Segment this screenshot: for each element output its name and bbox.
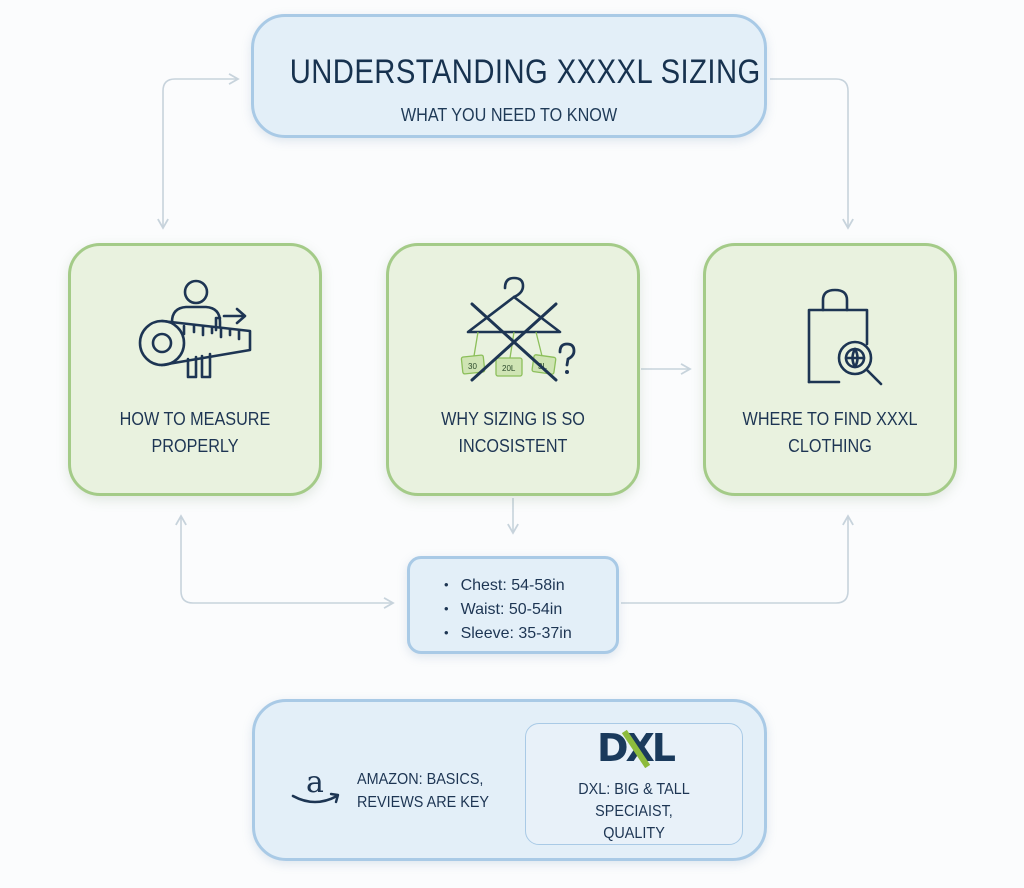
svg-text:20L: 20L xyxy=(502,364,516,373)
amazon-description: AMAZON: BASICS, REVIEWS ARE KEY xyxy=(357,771,490,811)
page-title: UNDERSTANDING XXXXL SIZING xyxy=(289,53,761,91)
retailers-box: a AMAZON: BASICS, REVIEWS ARE KEY DXL DX… xyxy=(252,699,767,861)
measurement-waist: Waist: 50-54in xyxy=(444,598,572,622)
find-clothing-box: WHERE TO FIND XXXL CLOTHING xyxy=(703,243,957,496)
measure-label: HOW TO MEASURE PROPERLY xyxy=(119,409,271,456)
dxl-description: DXL: BIG & TALL SPECIAIST, QUALITY xyxy=(578,781,690,842)
measure-box: HOW TO MEASURE PROPERLY xyxy=(68,243,322,496)
find-clothing-label: WHERE TO FIND XXXL CLOTHING xyxy=(742,409,918,456)
amazon-logo: a xyxy=(291,765,340,804)
crossed-hanger-size-tags-icon: 30 20L 3L xyxy=(460,276,576,382)
inconsistent-label: WHY SIZING IS SO INCOSISTENT xyxy=(441,409,585,456)
connector-title-to-measure xyxy=(157,73,240,230)
measuring-tape-person-icon xyxy=(138,279,252,379)
page-subtitle: WHAT YOU NEED TO KNOW xyxy=(400,105,618,125)
connector-title-to-find xyxy=(770,78,854,230)
measurement-chest: Chest: 54-58in xyxy=(444,574,572,598)
svg-text:30: 30 xyxy=(468,362,477,371)
connector-measurements-to-find xyxy=(621,514,854,604)
title-box: UNDERSTANDING XXXXL SIZING WHAT YOU NEED… xyxy=(251,14,767,138)
measurements-box: Chest: 54-58in Waist: 50-54in Sleeve: 35… xyxy=(407,556,619,654)
inconsistent-box: 30 20L 3L WHY SIZING IS SO INCOSISTENT xyxy=(386,243,640,496)
connector-measure-to-measurements xyxy=(175,514,395,609)
measurement-sleeve: Sleeve: 35-37in xyxy=(444,622,572,646)
dxl-logo: DXL xyxy=(597,728,679,768)
shopping-bag-magnifier-icon xyxy=(807,288,883,386)
dxl-card: DXL DXL: BIG & TALL SPECIAIST, QUALITY xyxy=(525,723,743,845)
svg-text:a: a xyxy=(306,765,324,800)
measurements-list: Chest: 54-58in Waist: 50-54in Sleeve: 35… xyxy=(444,574,572,646)
